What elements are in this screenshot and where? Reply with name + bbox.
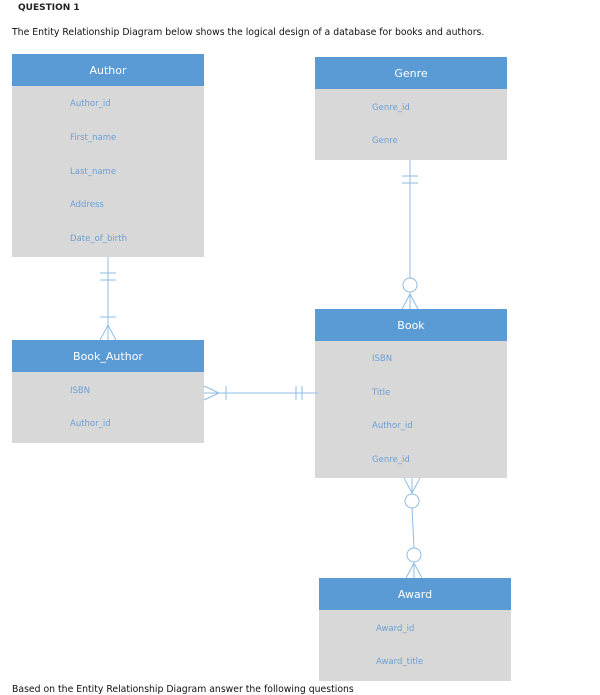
question-heading: QUESTION 1 [18,3,80,13]
entity-author: Author Author_id First_name Last_name Ad… [12,54,204,257]
attribute: Title [372,388,391,398]
attribute: Award_id [376,624,415,634]
attribute: Award_title [376,657,424,667]
attribute: Date_of_birth [70,234,127,244]
attribute: Author_id [70,99,111,109]
entity-book: Book ISBN Title Author_id Genre_id [315,309,507,478]
attribute: Author_id [70,419,111,429]
entity-title: Author [12,54,204,86]
attribute: Last_name [70,167,117,177]
entity-title: Book [315,309,507,341]
attribute: Genre_id [372,103,410,113]
relationship-genre-book [401,160,419,310]
relationship-book-author-book [203,385,318,401]
attribute: ISBN [70,386,91,396]
attribute: First_name [70,133,117,143]
intro-text: The Entity Relationship Diagram below sh… [12,27,485,38]
attribute: Author_id [372,421,413,431]
entity-title: Book_Author [12,340,204,372]
entity-book-author: Book_Author ISBN Author_id [12,340,204,443]
attribute: ISBN [372,354,393,364]
entity-title: Award [319,578,511,610]
entity-award: Award Award_id Award_title [319,578,511,681]
attribute: Genre [372,136,398,146]
relationship-book-award [403,477,423,579]
entity-genre: Genre Genre_id Genre [315,57,507,160]
attribute: Address [70,200,104,210]
attribute: Genre_id [372,455,410,465]
entity-title: Genre [315,57,507,89]
relationship-author-book-author [99,257,117,341]
